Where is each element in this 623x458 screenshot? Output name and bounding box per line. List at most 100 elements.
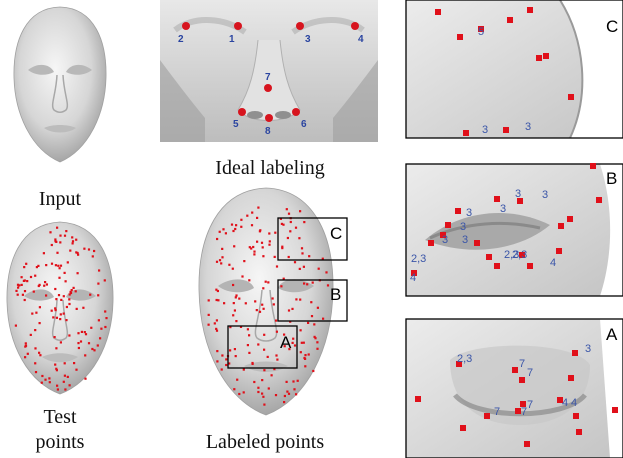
sample-point [252, 246, 254, 248]
sample-point [56, 317, 58, 319]
landmark-4 [351, 22, 359, 30]
sample-point [303, 221, 305, 223]
sample-point [215, 289, 217, 291]
sample-point [88, 248, 90, 250]
zoom-a-label-7e: 7 [521, 406, 527, 418]
sample-point [35, 312, 37, 314]
sample-point [268, 244, 270, 246]
sample-point [17, 294, 19, 296]
sample-point [247, 328, 249, 330]
sample-point [221, 248, 223, 250]
sample-point [71, 236, 73, 238]
sample-point [56, 252, 58, 254]
zoom-b-label-23c: 2,3 [512, 249, 527, 261]
sample-point [57, 388, 59, 390]
sample-point [322, 318, 324, 320]
sample-point [221, 256, 223, 258]
sample-point [243, 391, 245, 393]
sample-point [38, 352, 40, 354]
sample-point [219, 231, 221, 233]
sample-point [295, 298, 297, 300]
sample-point [297, 380, 299, 382]
sample-point [55, 264, 57, 266]
sample-point [44, 379, 46, 381]
sample-point [310, 301, 312, 303]
sample-point [63, 295, 65, 297]
zoom-a-label-7a: 7 [519, 358, 525, 370]
sample-point [72, 240, 74, 242]
sample-point [261, 242, 263, 244]
sample-point [312, 370, 314, 372]
caption-test-line2: points [10, 430, 110, 454]
sample-point [247, 344, 249, 346]
sample-point [34, 275, 36, 277]
sample-point [263, 369, 265, 371]
sample-point [301, 252, 303, 254]
sample-point [254, 300, 256, 302]
sample-point [88, 342, 90, 344]
sample-point [268, 387, 270, 389]
sample-point [234, 228, 236, 230]
sample-point [235, 320, 237, 322]
sample-point [55, 298, 57, 300]
sample-point [100, 328, 102, 330]
sample-point [85, 333, 87, 335]
sample-point [63, 381, 65, 383]
sample-point [65, 319, 67, 321]
sample-point [105, 317, 107, 319]
sample-point [26, 280, 28, 282]
sample-point [23, 266, 25, 268]
sample-point [36, 266, 38, 268]
sample-point [235, 296, 237, 298]
sample-point [281, 223, 283, 225]
sample-point [240, 219, 242, 221]
sample-point [22, 294, 24, 296]
sample-point [301, 247, 303, 249]
zoom-b-label-4b: 4 [410, 272, 416, 284]
landmark-1 [234, 22, 242, 30]
sample-point [214, 322, 216, 324]
sample-point [93, 250, 95, 252]
sample-point [300, 329, 302, 331]
sample-point [307, 322, 309, 324]
sample-point [98, 269, 100, 271]
sample-point [21, 284, 23, 286]
sample-point [68, 334, 70, 336]
sample-point [308, 255, 310, 257]
sample-point [292, 342, 294, 344]
zoom-b-label-3b: 3 [542, 189, 548, 201]
zoom-a-label-4a: 4 [562, 397, 568, 409]
sample-point [45, 264, 47, 266]
sample-point [300, 351, 302, 353]
sample-point [215, 328, 217, 330]
sample-point [327, 284, 329, 286]
sample-point [281, 247, 283, 249]
sample-point [251, 362, 253, 364]
sample-point [30, 334, 32, 336]
zoom-a-label-7d: 7 [527, 399, 533, 411]
sample-point [89, 294, 91, 296]
sample-point [34, 329, 36, 331]
sample-point [104, 279, 106, 281]
sample-point [299, 210, 301, 212]
sample-point [34, 362, 36, 364]
sample-point [83, 248, 85, 250]
landmark-label-5: 5 [233, 119, 239, 130]
sample-point [97, 294, 99, 296]
sample-point [243, 369, 245, 371]
sample-point [73, 362, 75, 364]
sample-point [257, 207, 259, 209]
sample-point [262, 255, 264, 257]
sample-point [91, 348, 93, 350]
zoom-b-label-3c: 3 [466, 207, 472, 219]
sample-point [219, 259, 221, 261]
sample-point [261, 304, 263, 306]
sample-point [92, 255, 94, 257]
test-points-face [7, 222, 113, 394]
sample-point [292, 338, 294, 340]
sample-point [41, 375, 43, 377]
sample-point [291, 308, 293, 310]
zoom-a-label-7c: 7 [494, 406, 500, 418]
sample-point [318, 268, 320, 270]
sample-point [263, 308, 265, 310]
